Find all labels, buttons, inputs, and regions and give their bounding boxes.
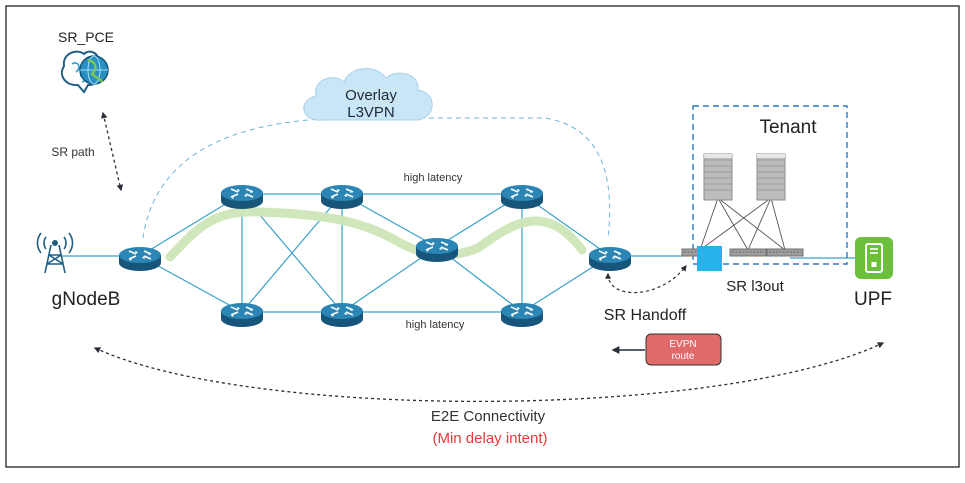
router-top-1 <box>220 184 264 210</box>
evpn-line2: route <box>672 351 695 362</box>
upf-server-icon <box>855 237 893 279</box>
diagram-border <box>5 5 960 468</box>
router-middle <box>415 237 459 263</box>
spine-switch-1 <box>703 153 733 201</box>
latency-label-bottom: high latency <box>406 319 465 331</box>
router-bottom-2 <box>320 302 364 328</box>
router-bottom-1 <box>220 302 264 328</box>
fabric-links <box>699 197 786 251</box>
pce-label: SR_PCE <box>58 29 114 45</box>
sr-path-label: SR path <box>51 145 94 159</box>
overlay-label-line1: Overlay <box>345 87 397 104</box>
overlay-label-line2: L3VPN <box>347 104 395 121</box>
router-ingress <box>118 246 162 272</box>
router-top-3 <box>500 184 544 210</box>
brain-globe-icon <box>60 50 109 94</box>
router-egress <box>588 246 632 272</box>
intent-label: (Min delay intent) <box>432 430 547 447</box>
handoff-arrow <box>605 265 687 294</box>
gnodeb-label: gNodeB <box>52 289 121 310</box>
leaf-switch-3 <box>766 248 804 257</box>
sr-path-arrow <box>101 111 123 192</box>
sr-path-line <box>165 207 587 262</box>
leaf-switch-2 <box>729 248 767 257</box>
upf-label: UPF <box>854 289 892 310</box>
router-top-2 <box>320 184 364 210</box>
l3out-box <box>697 246 722 271</box>
handoff-label: SR Handoff <box>604 307 687 324</box>
router-bottom-3 <box>500 302 544 328</box>
cell-tower-icon <box>36 232 74 274</box>
latency-label-top: high latency <box>404 172 463 184</box>
cloud-icon <box>303 68 433 121</box>
e2e-label: E2E Connectivity <box>431 408 546 425</box>
l3out-label: SR l3out <box>726 278 784 295</box>
spine-switch-2 <box>756 153 786 201</box>
tenant-box <box>692 105 848 265</box>
e2e-arrow <box>93 342 885 403</box>
tenant-label: Tenant <box>759 117 817 138</box>
evpn-line1: EVPN <box>669 339 696 350</box>
